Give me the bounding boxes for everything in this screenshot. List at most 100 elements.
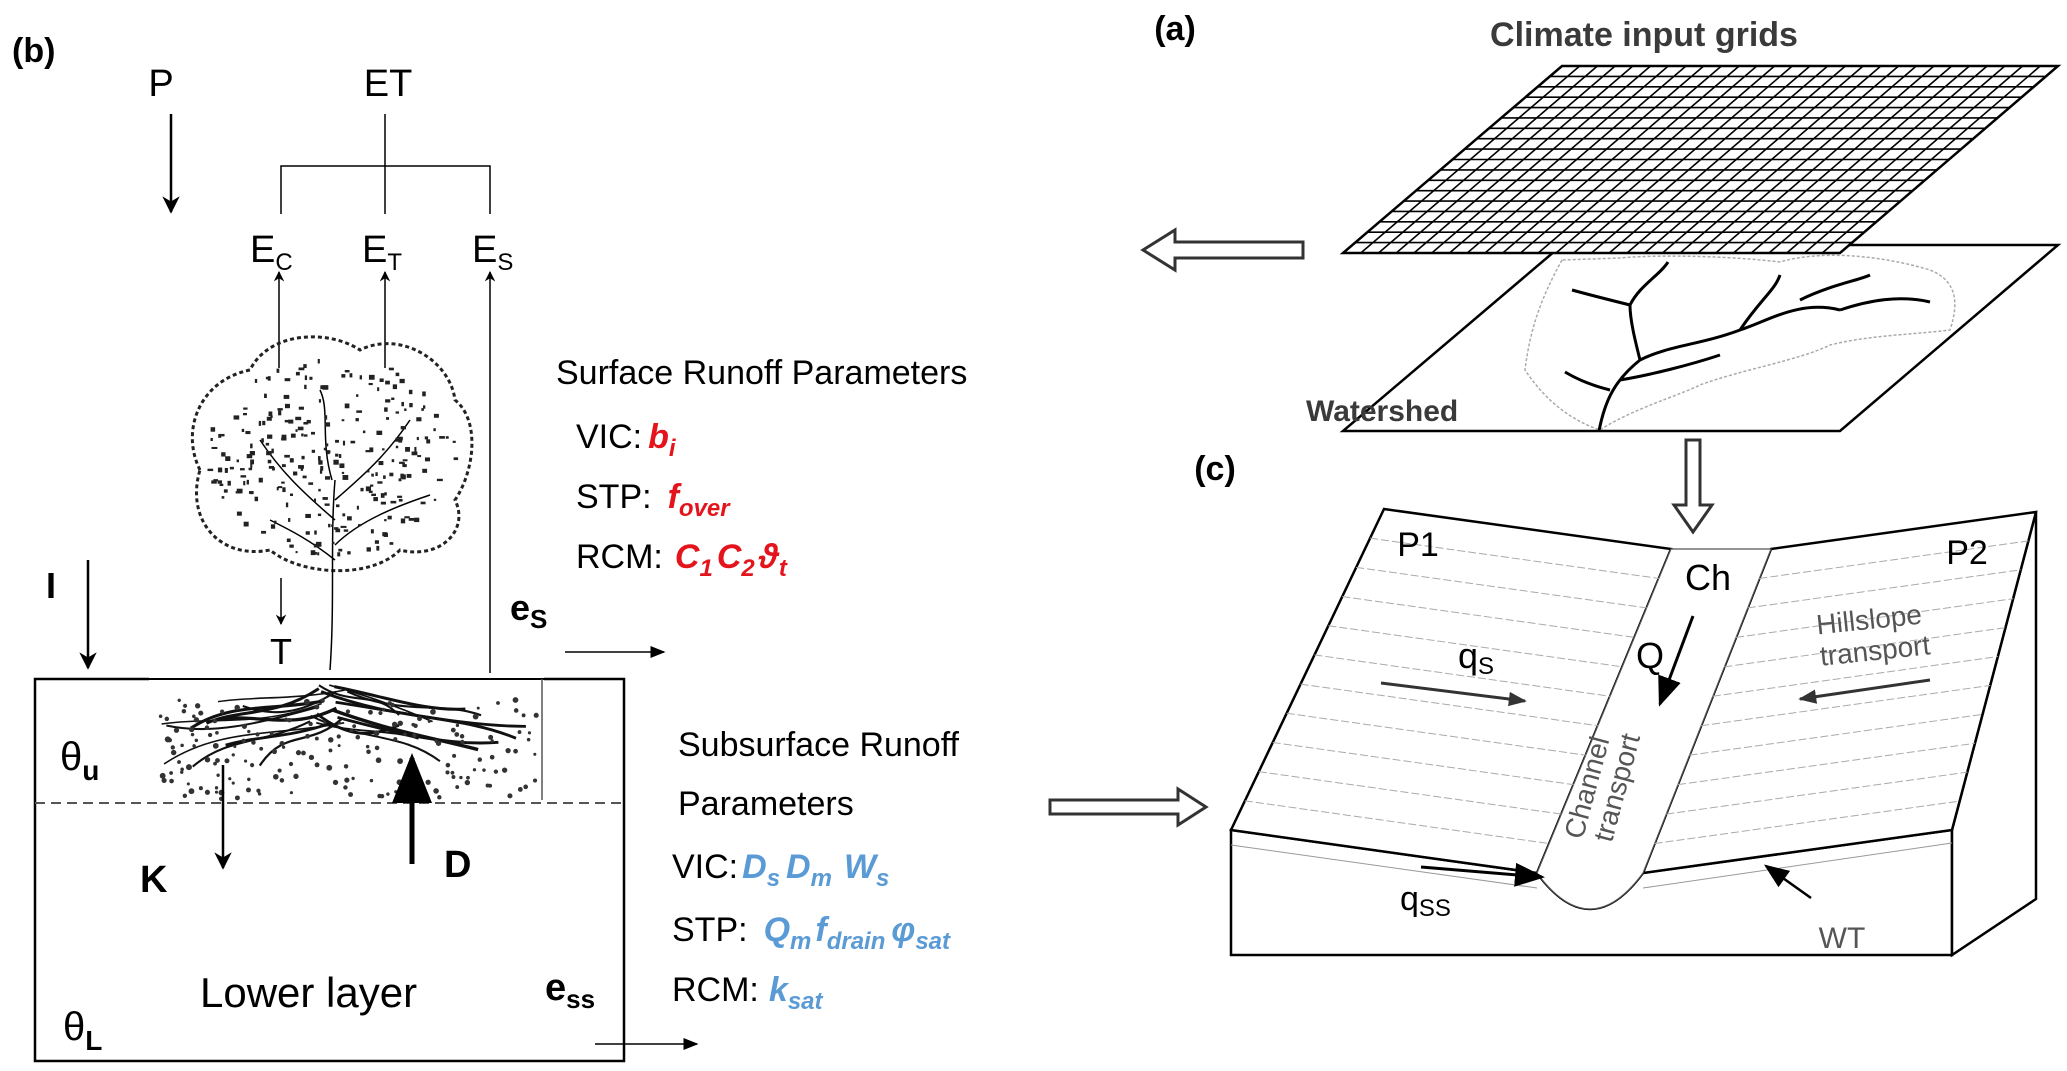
panel-c: (c) P1 P2 Ch Q qS Hillslope transport Ch… [1194, 450, 2038, 958]
foliage-speck [318, 488, 321, 492]
soil-speck [271, 748, 278, 755]
soil-speck [513, 748, 518, 754]
foliage-speck [233, 415, 240, 420]
panel-b-label: (b) [12, 32, 55, 70]
foliage-speck [385, 399, 391, 403]
foliage-speck [382, 532, 388, 537]
foliage-speck [272, 467, 275, 471]
soil-speck [517, 787, 523, 792]
foliage-speck [335, 453, 339, 457]
foliage-speck [304, 384, 307, 390]
root [337, 715, 499, 745]
foliage-speck [310, 550, 316, 556]
soil-speck [215, 758, 220, 763]
foliage-speck [317, 552, 320, 556]
root [346, 690, 482, 717]
soil-speck [435, 740, 442, 746]
foliage-speck [423, 405, 426, 409]
soil-speck [445, 770, 450, 775]
foliage-speck [391, 459, 395, 463]
soil-column-box [33, 677, 626, 1063]
foliage-speck [324, 503, 330, 506]
foliage-speck [221, 496, 225, 499]
soil-speck [490, 739, 494, 743]
hollow-arrow-to-panel-c [1048, 786, 1209, 828]
foliage-speck [305, 531, 310, 535]
soil-speck [337, 721, 341, 725]
soil-speck [368, 709, 373, 715]
contour-line [1370, 537, 1659, 579]
soil-speck [177, 698, 181, 702]
soil-speck [328, 748, 333, 753]
surface-runoff-label: eS [510, 587, 547, 634]
foliage-speck [395, 445, 399, 449]
soil-speck [279, 778, 285, 783]
hillslope-p1-label: P1 [1397, 526, 1439, 564]
soil-speck [167, 737, 172, 743]
subsurface-flow-label: qSS [1400, 880, 1451, 922]
foliage-speck [320, 466, 324, 471]
foliage-speck [433, 428, 436, 432]
soil-speck [332, 779, 339, 786]
roots-illustration [149, 678, 544, 802]
soil-speck [437, 795, 442, 800]
foliage-speck [267, 459, 272, 464]
foliage-speck [210, 437, 213, 442]
root [258, 717, 344, 767]
foliage-speck [295, 551, 298, 554]
foliage-speck [313, 543, 320, 548]
soil-speck [488, 734, 494, 740]
root [166, 706, 316, 731]
foliage-speck [324, 415, 328, 420]
soil-speck [186, 782, 190, 786]
foliage-speck [380, 501, 386, 505]
soil-speck [192, 714, 196, 719]
foliage-speck [322, 497, 328, 500]
foliage-speck [402, 462, 405, 466]
soil-speck [417, 716, 422, 722]
soil-speck [427, 719, 431, 723]
foliage-speck [258, 420, 262, 426]
soil-speck [373, 730, 380, 737]
soil-speck [259, 746, 264, 751]
foliage-speck [318, 399, 322, 403]
foliage-speck [385, 380, 390, 385]
foliage-speck [235, 491, 241, 494]
soil-speck [390, 702, 395, 708]
hollow-arrow-to-panel-b [1140, 227, 1305, 273]
soil-speck [445, 762, 451, 768]
foliage-speck [365, 486, 372, 492]
soil-speck [343, 764, 349, 769]
soil-speck [451, 774, 456, 779]
foliage-speck [213, 479, 219, 482]
foliage-speck [284, 403, 290, 409]
foliage-speck [339, 463, 345, 469]
foliage-speck [365, 450, 371, 453]
contour-line [1747, 569, 2021, 609]
foliage-speck [368, 382, 373, 386]
foliage-speck [387, 515, 392, 520]
foliage-speck [375, 472, 378, 476]
foliage-speck [379, 378, 384, 383]
foliage-speck [281, 434, 287, 440]
foliage-speck [408, 518, 415, 521]
soil-speck [212, 718, 218, 724]
soil-speck [472, 768, 477, 772]
soil-speck [216, 773, 220, 777]
foliage-speck [395, 411, 400, 414]
soil-speck [219, 709, 225, 714]
soil-speck [169, 778, 174, 784]
foliage-speck [303, 422, 309, 425]
foliage-speck [308, 482, 314, 485]
foliage-speck [382, 448, 385, 451]
foliage-speck [395, 372, 400, 377]
surface-flow-arrow [1380, 681, 1527, 707]
soil-speck [374, 745, 380, 751]
soil-speck [180, 767, 184, 772]
climate-grid-lines [1355, 65, 2046, 254]
foliage-speck [240, 475, 247, 478]
surface-stp-row: STP:fover [576, 478, 731, 522]
precipitation-label: P [148, 63, 173, 105]
